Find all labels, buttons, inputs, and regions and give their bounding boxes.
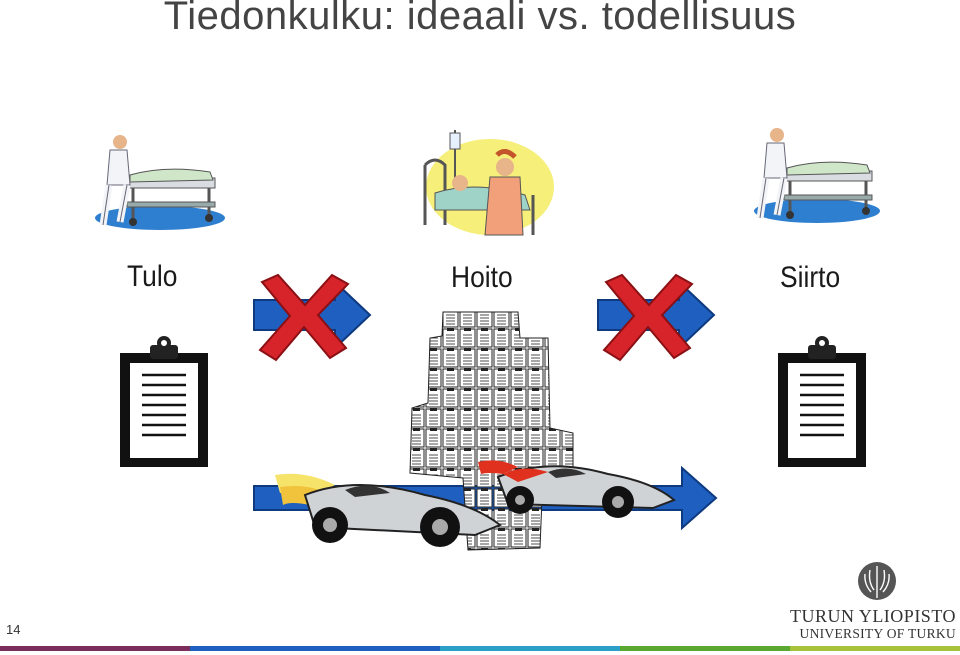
race-car-rear-icon [478,460,676,518]
clipboard-left-icon [120,336,208,467]
stage-label-transfer: Siirto [780,261,841,294]
slide-title: Tiedonkulku: ideaali vs. todellisuus [163,0,797,38]
race-car-front-icon [275,473,502,547]
blocked-arrow-left [253,273,372,362]
red-cross-icon [602,273,694,362]
nurse-with-bed-left-icon [95,135,225,230]
page-number: 14 [6,622,21,637]
stage-label-care: Hoito [451,261,513,294]
university-branding: TURUN YLIOPISTO UNIVERSITY OF TURKU [786,560,956,642]
nurse-with-bed-right-icon [754,128,880,223]
stage-label-admission: Tulo [127,260,178,293]
clipboard-right-icon [778,336,866,467]
university-emblem-icon [858,562,896,600]
university-name-en: UNIVERSITY OF TURKU [799,626,956,641]
patient-in-bed-icon [423,130,554,236]
university-name-fi: TURUN YLIOPISTO [789,606,956,626]
footer-color-bar [0,646,960,651]
red-cross-icon [258,273,350,362]
blocked-arrow-right [597,273,716,362]
